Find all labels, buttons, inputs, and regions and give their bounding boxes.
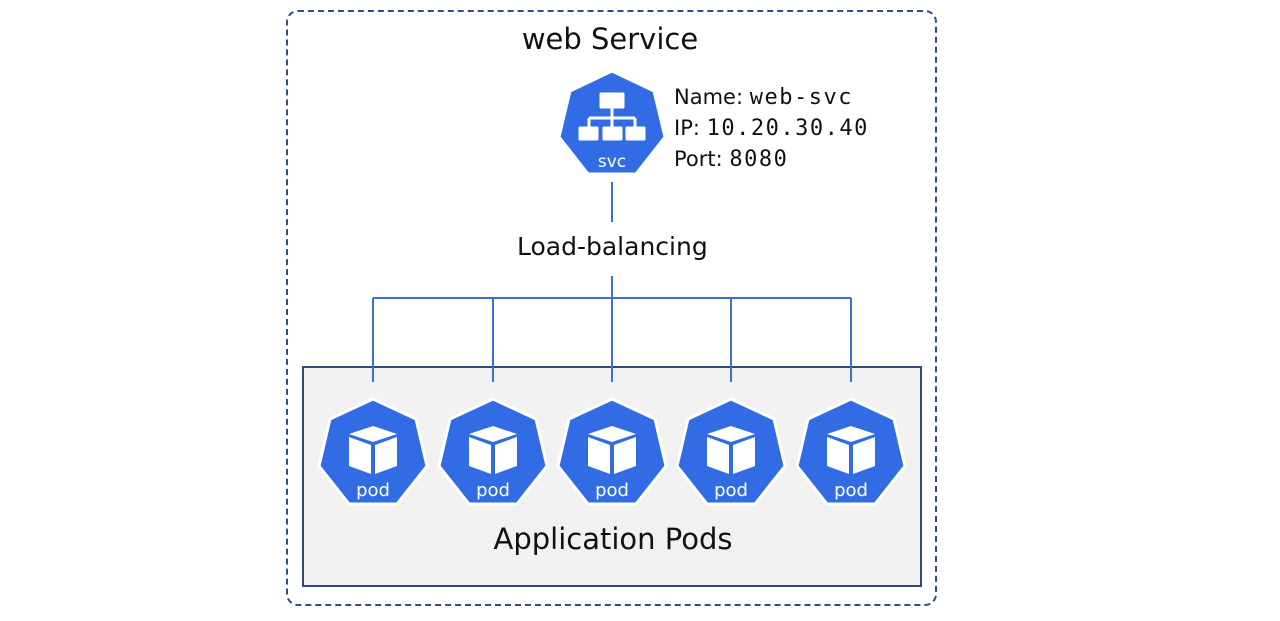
pod-icon-label: pod bbox=[476, 480, 510, 501]
pod-icon[interactable]: pod bbox=[793, 396, 909, 512]
cube-icon bbox=[707, 426, 755, 474]
service-ip-key: IP: bbox=[674, 116, 700, 140]
cube-icon bbox=[827, 426, 875, 474]
application-pods-label: Application Pods bbox=[493, 522, 733, 556]
service-ip-row: IP: 10.20.30.40 bbox=[674, 113, 869, 144]
pod-icon-label: pod bbox=[714, 480, 748, 501]
service-port-key: Port: bbox=[674, 147, 723, 171]
service-ip-value: 10.20.30.40 bbox=[706, 116, 869, 141]
load-balancing-label: Load-balancing bbox=[517, 232, 708, 261]
service-port-row: Port: 8080 bbox=[674, 144, 869, 175]
service-svc-icon[interactable]: svc bbox=[555, 68, 669, 182]
service-name-value: web-svc bbox=[749, 85, 853, 110]
network-tree-icon bbox=[578, 92, 646, 141]
pod-icon-label: pod bbox=[834, 480, 868, 501]
service-info: Name: web-svc IP: 10.20.30.40 Port: 8080 bbox=[674, 82, 869, 175]
pod-icon[interactable]: pod bbox=[435, 396, 551, 512]
pod-icon[interactable]: pod bbox=[315, 396, 431, 512]
pod-icon-label: pod bbox=[356, 480, 390, 501]
pod-icon[interactable]: pod bbox=[554, 396, 670, 512]
pod-icon-label: pod bbox=[595, 480, 629, 501]
svc-icon-label: svc bbox=[598, 152, 626, 172]
cube-icon bbox=[469, 426, 517, 474]
pod-icon[interactable]: pod bbox=[673, 396, 789, 512]
service-name-key: Name: bbox=[674, 85, 744, 109]
service-boundary bbox=[286, 10, 937, 606]
service-name-row: Name: web-svc bbox=[674, 82, 869, 113]
cube-icon bbox=[349, 426, 397, 474]
service-port-value: 8080 bbox=[729, 147, 789, 172]
cube-icon bbox=[588, 426, 636, 474]
service-title: web Service bbox=[521, 22, 699, 56]
